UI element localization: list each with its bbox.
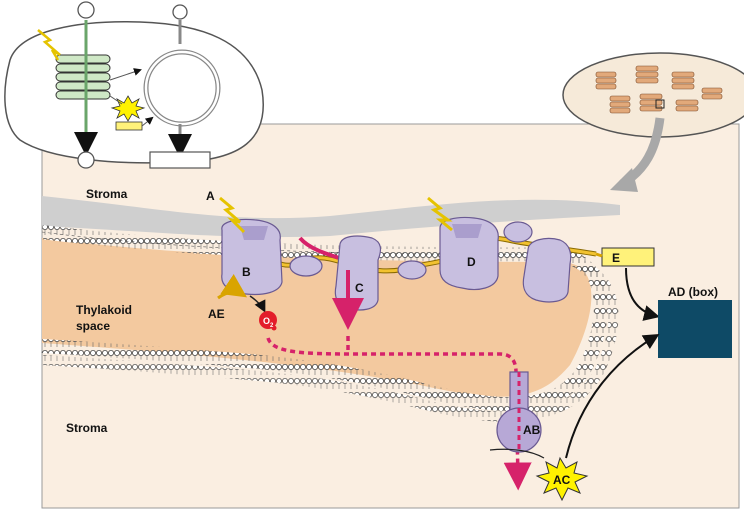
output-circle xyxy=(77,151,95,169)
protein-AB xyxy=(496,371,542,453)
label-O2: O xyxy=(263,316,270,326)
AC-to-AD-arrow xyxy=(565,333,660,459)
label-D: D xyxy=(467,255,476,269)
protein-B xyxy=(221,218,283,296)
label-thylakoid-1: Thylakoid xyxy=(76,303,132,317)
plastocyanin xyxy=(397,260,427,280)
cycle-output-box xyxy=(149,151,211,169)
chloroplast-thumbnail xyxy=(562,52,744,138)
plastoquinone xyxy=(289,255,323,277)
protein-C xyxy=(334,235,382,311)
oxygen-molecule xyxy=(259,311,277,329)
E-to-AD-arrow xyxy=(625,267,660,321)
label-AD: AD (box) xyxy=(668,285,718,299)
chloroplast-outline xyxy=(4,21,264,164)
membrane-lower-outer xyxy=(41,257,619,422)
protein-D xyxy=(439,216,499,291)
cycle-input-circle xyxy=(172,4,188,20)
stroma-membrane-region xyxy=(42,196,620,238)
mini-yellow-box xyxy=(115,121,143,131)
ferredoxin xyxy=(503,221,533,243)
granum-stack xyxy=(55,54,111,100)
label-stroma-bottom: Stroma xyxy=(66,421,108,435)
water-input-arrow xyxy=(217,274,247,300)
label-E: E xyxy=(612,251,620,265)
label-A: A xyxy=(206,189,215,203)
label-B: B xyxy=(242,265,251,279)
membrane-lower xyxy=(41,339,432,399)
mini-light-icon xyxy=(37,29,61,61)
input-circle xyxy=(77,1,95,19)
label-AB: AB xyxy=(523,423,541,437)
light-D-icon xyxy=(427,196,453,232)
light-A-icon xyxy=(219,196,246,234)
oxygen-arrow xyxy=(249,295,266,313)
box-AD xyxy=(658,300,732,358)
label-C: C xyxy=(355,281,364,295)
label-thylakoid-2: space xyxy=(76,319,110,333)
label-AE: AE xyxy=(208,307,225,321)
starburst-AC xyxy=(535,456,589,502)
box-E xyxy=(601,247,655,267)
reductase-protein xyxy=(522,237,572,303)
label-AC: AC xyxy=(553,473,571,487)
label-stroma-top: Stroma xyxy=(86,187,128,201)
label-O2-sub: 2 xyxy=(270,323,274,329)
